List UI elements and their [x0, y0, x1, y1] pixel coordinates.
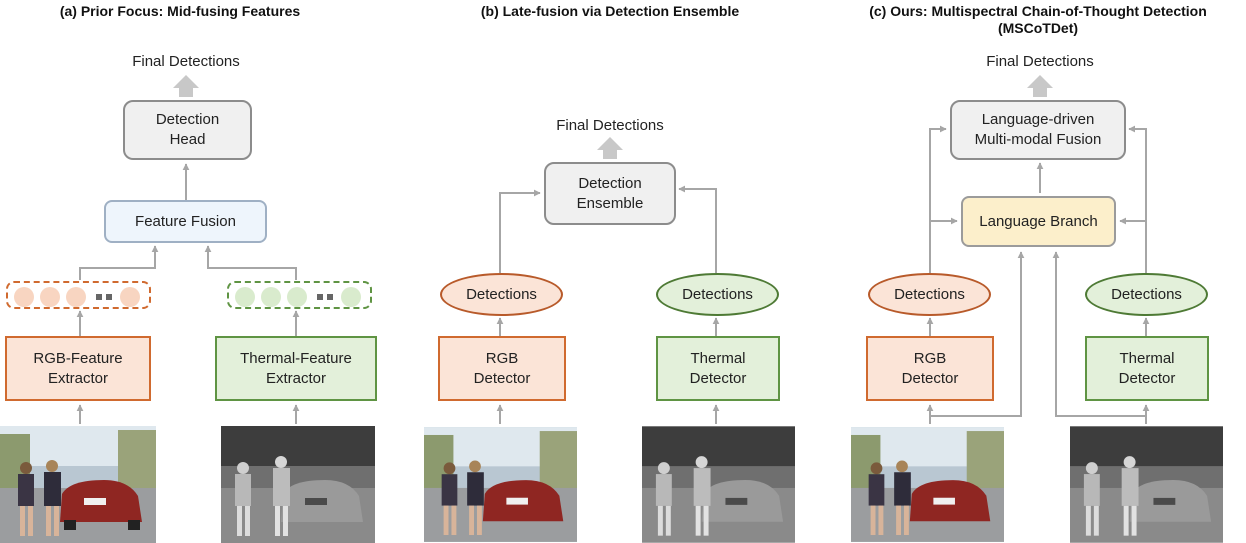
panel-b-final-detections: Final Detections [556, 117, 664, 134]
thermal-token [261, 287, 281, 307]
language-driven-fusion-label: Language-driven Multi-modal Fusion [974, 111, 1102, 148]
c-rgb-detector-label: RGB Detector [901, 349, 959, 387]
output-arrow-c [1027, 75, 1053, 97]
arrow-b-rgb-detections-to-ensemble [499, 189, 541, 273]
rgb-street-photo-b [424, 426, 577, 543]
c-rgb-detections-ellipse: Detections [868, 273, 991, 316]
thermal-token [341, 287, 361, 307]
thermal-detections-ellipse: Detections [656, 273, 779, 316]
rgb-detector-box: RGB Detector [438, 336, 566, 401]
detection-ensemble-box: Detection Ensemble [544, 162, 676, 225]
c-thermal-detector-label: Thermal Detector [1118, 349, 1176, 387]
panel-b-title: (b) Late-fusion via Detection Ensemble [480, 3, 740, 19]
arrow-rgb-tokens-to-fusion [79, 245, 159, 280]
arrow-thermal-tokens-to-fusion [204, 245, 297, 280]
detection-head-box: Detection Head [123, 100, 252, 160]
output-arrow-a [173, 75, 199, 97]
c-thermal-detections-label: Detections [1111, 285, 1182, 303]
rgb-token [120, 287, 140, 307]
arrow-b-thermal-detections-to-ensemble [678, 185, 717, 273]
rgb-detector-label: RGB Detector [473, 349, 531, 387]
thermal-token [287, 287, 307, 307]
thermal-feature-tokens [227, 281, 372, 309]
output-arrow-b [597, 137, 623, 159]
arrow-c-rgb-detections-to-fusion [929, 125, 947, 273]
language-branch-box: Language Branch [961, 196, 1116, 247]
arrow-c-thermal-detections-to-fusion [1128, 125, 1147, 273]
language-branch-label: Language Branch [979, 212, 1098, 230]
ellipsis-mark [106, 294, 112, 300]
thermal-detector-box: Thermal Detector [656, 336, 780, 401]
feature-fusion-label: Feature Fusion [135, 212, 236, 230]
c-rgb-detector-box: RGB Detector [866, 336, 994, 401]
rgb-detections-label: Detections [466, 285, 537, 303]
thermal-detector-label: Thermal Detector [689, 349, 747, 387]
panel-a-final-detections: Final Detections [132, 53, 240, 70]
ellipsis-mark [327, 294, 333, 300]
rgb-street-photo-a [0, 426, 156, 543]
rgb-token [40, 287, 60, 307]
thermal-street-photo-c [1070, 426, 1223, 543]
thermal-street-photo-b [642, 426, 795, 543]
ellipsis-mark [317, 294, 323, 300]
panel-c-title: (c) Ours: Multispectral Chain-of-Thought… [869, 3, 1207, 36]
rgb-street-photo-c [851, 426, 1004, 543]
rgb-token [14, 287, 34, 307]
ellipsis-mark [96, 294, 102, 300]
language-driven-fusion-box: Language-driven Multi-modal Fusion [950, 100, 1126, 160]
rgb-token [66, 287, 86, 307]
thermal-feature-extractor-box: Thermal-Feature Extractor [215, 336, 377, 401]
rgb-feature-extractor-label: RGB-Feature Extractor [33, 349, 123, 387]
c-rgb-detections-label: Detections [894, 285, 965, 303]
c-thermal-detections-ellipse: Detections [1085, 273, 1208, 316]
thermal-feature-extractor-label: Thermal-Feature Extractor [240, 349, 352, 387]
arrow-c-thermal-image-to-language [1052, 251, 1146, 417]
thermal-token [235, 287, 255, 307]
detection-head-label: Detection Head [155, 111, 220, 148]
panel-c-final-detections: Final Detections [986, 53, 1094, 70]
detection-ensemble-label: Detection Ensemble [576, 174, 644, 212]
thermal-street-photo-a [221, 426, 375, 543]
c-thermal-detector-box: Thermal Detector [1085, 336, 1209, 401]
rgb-detections-ellipse: Detections [440, 273, 563, 316]
arrow-c-rgb-image-to-language [930, 251, 1025, 417]
rgb-feature-extractor-box: RGB-Feature Extractor [5, 336, 151, 401]
panel-a-title: (a) Prior Focus: Mid-fusing Features [59, 3, 301, 19]
feature-fusion-box: Feature Fusion [104, 200, 267, 243]
rgb-feature-tokens [6, 281, 151, 309]
thermal-detections-label: Detections [682, 285, 753, 303]
